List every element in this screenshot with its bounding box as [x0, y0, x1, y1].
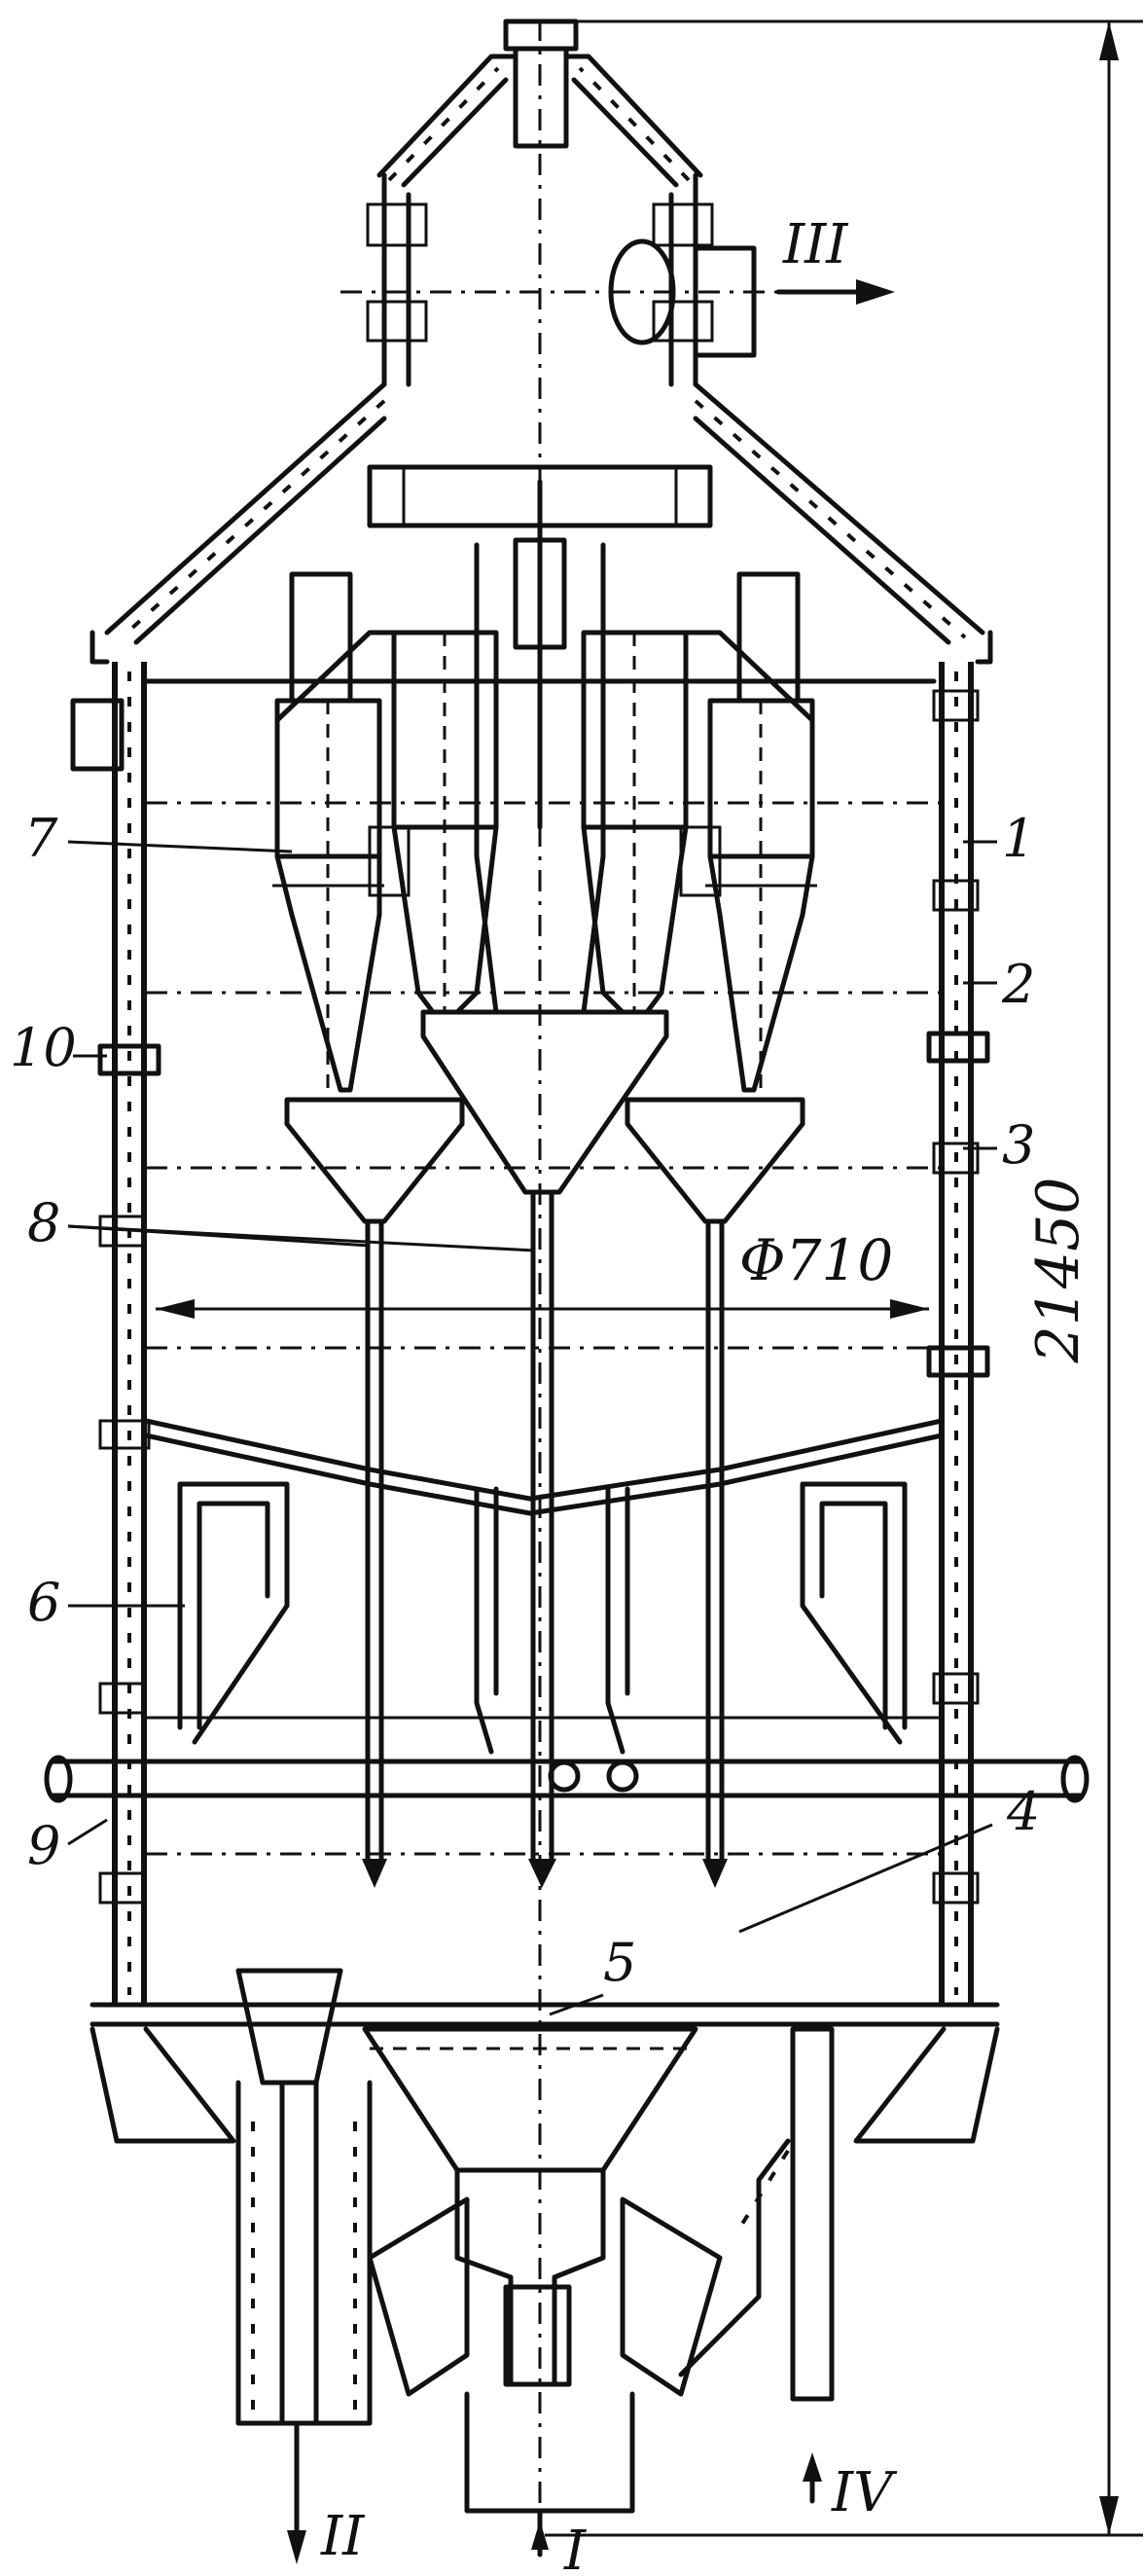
- diameter-dimension: Φ710: [156, 1227, 929, 1319]
- stream-label-IV: IV: [831, 2461, 898, 2524]
- callout-6: 6: [27, 1572, 60, 1633]
- diplegs: [362, 1189, 728, 1888]
- callout-2: 2: [1001, 954, 1035, 1015]
- callout-8: 8: [27, 1192, 60, 1253]
- cyclone-left: [272, 571, 411, 1093]
- cyclone-inner-right: [581, 630, 689, 1015]
- callout-10: 10: [10, 1017, 77, 1078]
- stream-label-I: I: [563, 2520, 588, 2576]
- diameter-label: Φ710: [739, 1227, 893, 1293]
- callout-1: 1: [1002, 808, 1035, 869]
- callout-leaders: [67, 840, 997, 2016]
- top-separator: [340, 18, 895, 387]
- callout-3: 3: [1002, 1114, 1035, 1176]
- callout-9: 9: [27, 1815, 60, 1876]
- cyclones: [272, 542, 817, 1093]
- shell: [70, 662, 990, 2005]
- callout-7: 7: [24, 808, 58, 869]
- stream-label-II: II: [320, 2505, 366, 2568]
- callout-4: 4: [1006, 1781, 1040, 1842]
- internals: [44, 1418, 1090, 1803]
- callout-5: 5: [603, 1932, 636, 1993]
- stream-label-III: III: [782, 213, 849, 276]
- cyclone-right: [678, 571, 817, 1093]
- bottom-section: [89, 1968, 1000, 2564]
- conical-roof: [89, 381, 993, 830]
- cyclone-inner-left: [391, 630, 499, 1015]
- hoppers: [284, 1009, 805, 1224]
- height-dimension: 21450: [545, 19, 1143, 2537]
- height-dimension-label: 21450: [1024, 1178, 1092, 1364]
